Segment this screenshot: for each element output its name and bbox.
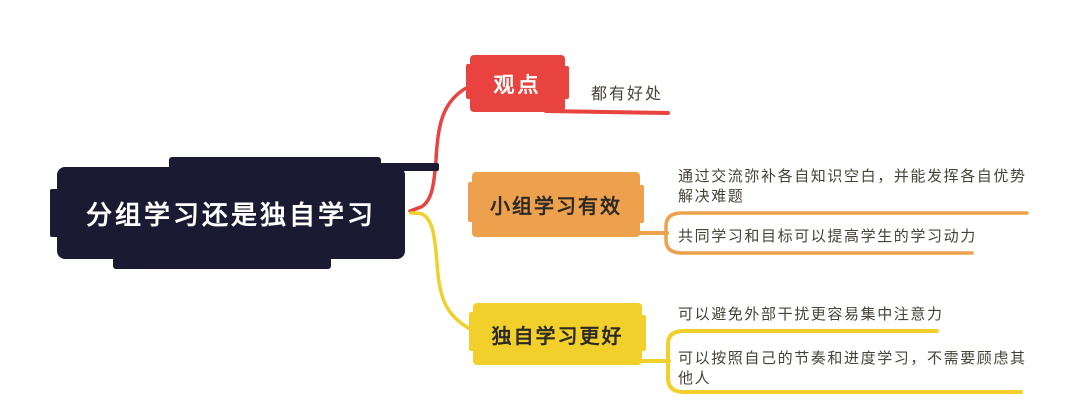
branch-label-solo-study: 独自学习更好 xyxy=(491,323,624,348)
root-blob-edge-left xyxy=(50,189,64,237)
branch-node-group-study[interactable]: 小组学习有效 xyxy=(468,172,644,237)
leaf-node-solo-study-1[interactable]: 可以避免外部干扰更容易集中注意力 xyxy=(678,305,944,323)
branch-label-viewpoint: 观点 xyxy=(493,72,542,97)
branch-node-viewpoint[interactable]: 观点 xyxy=(466,55,569,112)
bracket-solo-children xyxy=(666,329,1023,394)
leaf-node-solo-study-2[interactable]: 可以按照自己的节奏和进度学习，不需要顾虑其他人 xyxy=(678,349,1027,387)
root-node-label: 分组学习还是独自学习 xyxy=(85,200,376,231)
connector-root-to-solo xyxy=(409,211,474,332)
root-node[interactable]: 分组学习还是独自学习 xyxy=(50,157,439,269)
branch-label-group-study: 小组学习有效 xyxy=(490,194,622,218)
connector-root-to-viewpoint xyxy=(408,85,470,213)
bracket-group-children xyxy=(664,211,1029,255)
leaf-node-viewpoint-1[interactable]: 都有好处 xyxy=(591,84,664,103)
branch-node-solo-study[interactable]: 独自学习更好 xyxy=(469,303,646,365)
underline-viewpoint-child xyxy=(544,109,670,115)
root-blob-edge-top xyxy=(177,163,439,171)
leaf-node-group-study-1[interactable]: 通过交流弥补各自知识空白，并能发挥各自优势解决难题 xyxy=(678,167,1027,205)
leaf-node-group-study-2[interactable]: 共同学习和目标可以提高学生的学习动力 xyxy=(678,227,977,245)
